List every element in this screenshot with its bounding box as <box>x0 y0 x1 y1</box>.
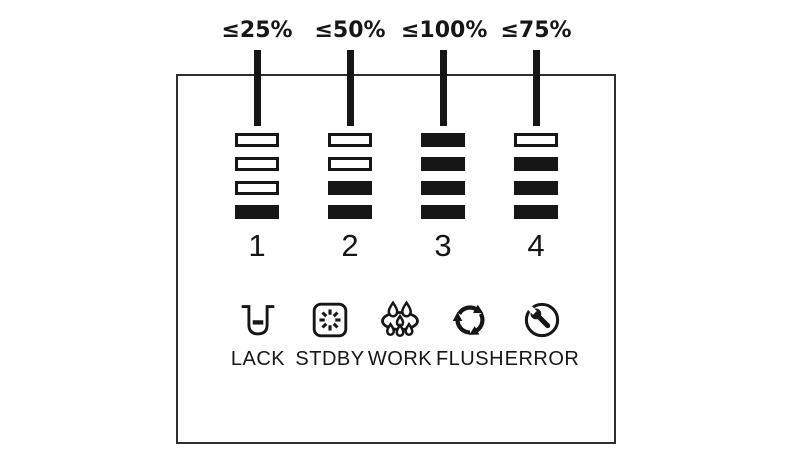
threshold-label: ≤50% <box>314 18 386 43</box>
threshold-label: ≤100% <box>401 18 488 43</box>
status-item: LACK <box>214 296 302 371</box>
tank-low-icon <box>241 305 275 336</box>
bar-segment-empty <box>235 157 279 171</box>
leader-line <box>346 50 354 126</box>
bar-segment-empty <box>235 133 279 147</box>
status-item: STDBY <box>286 296 374 371</box>
bar-segment-filled <box>235 205 279 219</box>
bar-segment-filled <box>514 205 558 219</box>
threshold-label: ≤75% <box>500 18 572 43</box>
bar-segment-filled <box>421 157 465 171</box>
threshold-label: ≤25% <box>221 18 293 43</box>
bar-segment-empty <box>235 181 279 195</box>
status-label: FLUSH <box>435 348 505 370</box>
status-item: ERROR <box>498 296 586 371</box>
status-icon-box <box>286 296 374 344</box>
leader-line <box>253 50 261 126</box>
level-bars <box>235 133 279 219</box>
panel-outline <box>176 74 616 444</box>
bar-segment-filled <box>328 205 372 219</box>
level-meter-column: ≤50% 2 <box>308 0 392 270</box>
service-wrench-icon <box>524 302 560 338</box>
bar-segment-filled <box>514 157 558 171</box>
level-meter-column: ≤100% 3 <box>401 0 488 270</box>
bar-segment-empty <box>328 133 372 147</box>
status-label: STDBY <box>295 348 365 370</box>
column-number: 4 <box>527 228 545 263</box>
bar-segment-empty <box>514 133 558 147</box>
column-number: 2 <box>341 228 359 263</box>
bar-segment-filled <box>328 181 372 195</box>
status-label: LACK <box>230 348 286 370</box>
bar-segment-filled <box>514 181 558 195</box>
status-icon-box <box>356 296 444 344</box>
column-number: 1 <box>248 228 266 263</box>
bar-segment-filled <box>421 205 465 219</box>
rotate-arrows-icon <box>452 304 485 335</box>
status-icon-box <box>426 296 514 344</box>
status-icon-box <box>214 296 302 344</box>
leader-line <box>532 50 540 126</box>
level-bars <box>514 133 558 219</box>
status-icon-box <box>498 296 586 344</box>
bubbles-icon <box>381 296 419 344</box>
column-number: 3 <box>434 228 452 263</box>
status-item: WORK <box>356 296 444 371</box>
level-meter-column: ≤25% 1 <box>215 0 299 270</box>
status-label: WORK <box>367 348 433 370</box>
level-meter-column: ≤75% 4 <box>494 0 578 270</box>
bar-segment-filled <box>421 181 465 195</box>
status-item: FLUSH <box>426 296 514 371</box>
bar-segment-empty <box>328 157 372 171</box>
status-label: ERROR <box>504 348 580 370</box>
level-bars <box>328 133 372 219</box>
leader-line <box>439 50 447 126</box>
bar-segment-filled <box>421 133 465 147</box>
standby-burst-icon <box>312 302 348 338</box>
level-bars <box>421 133 465 219</box>
